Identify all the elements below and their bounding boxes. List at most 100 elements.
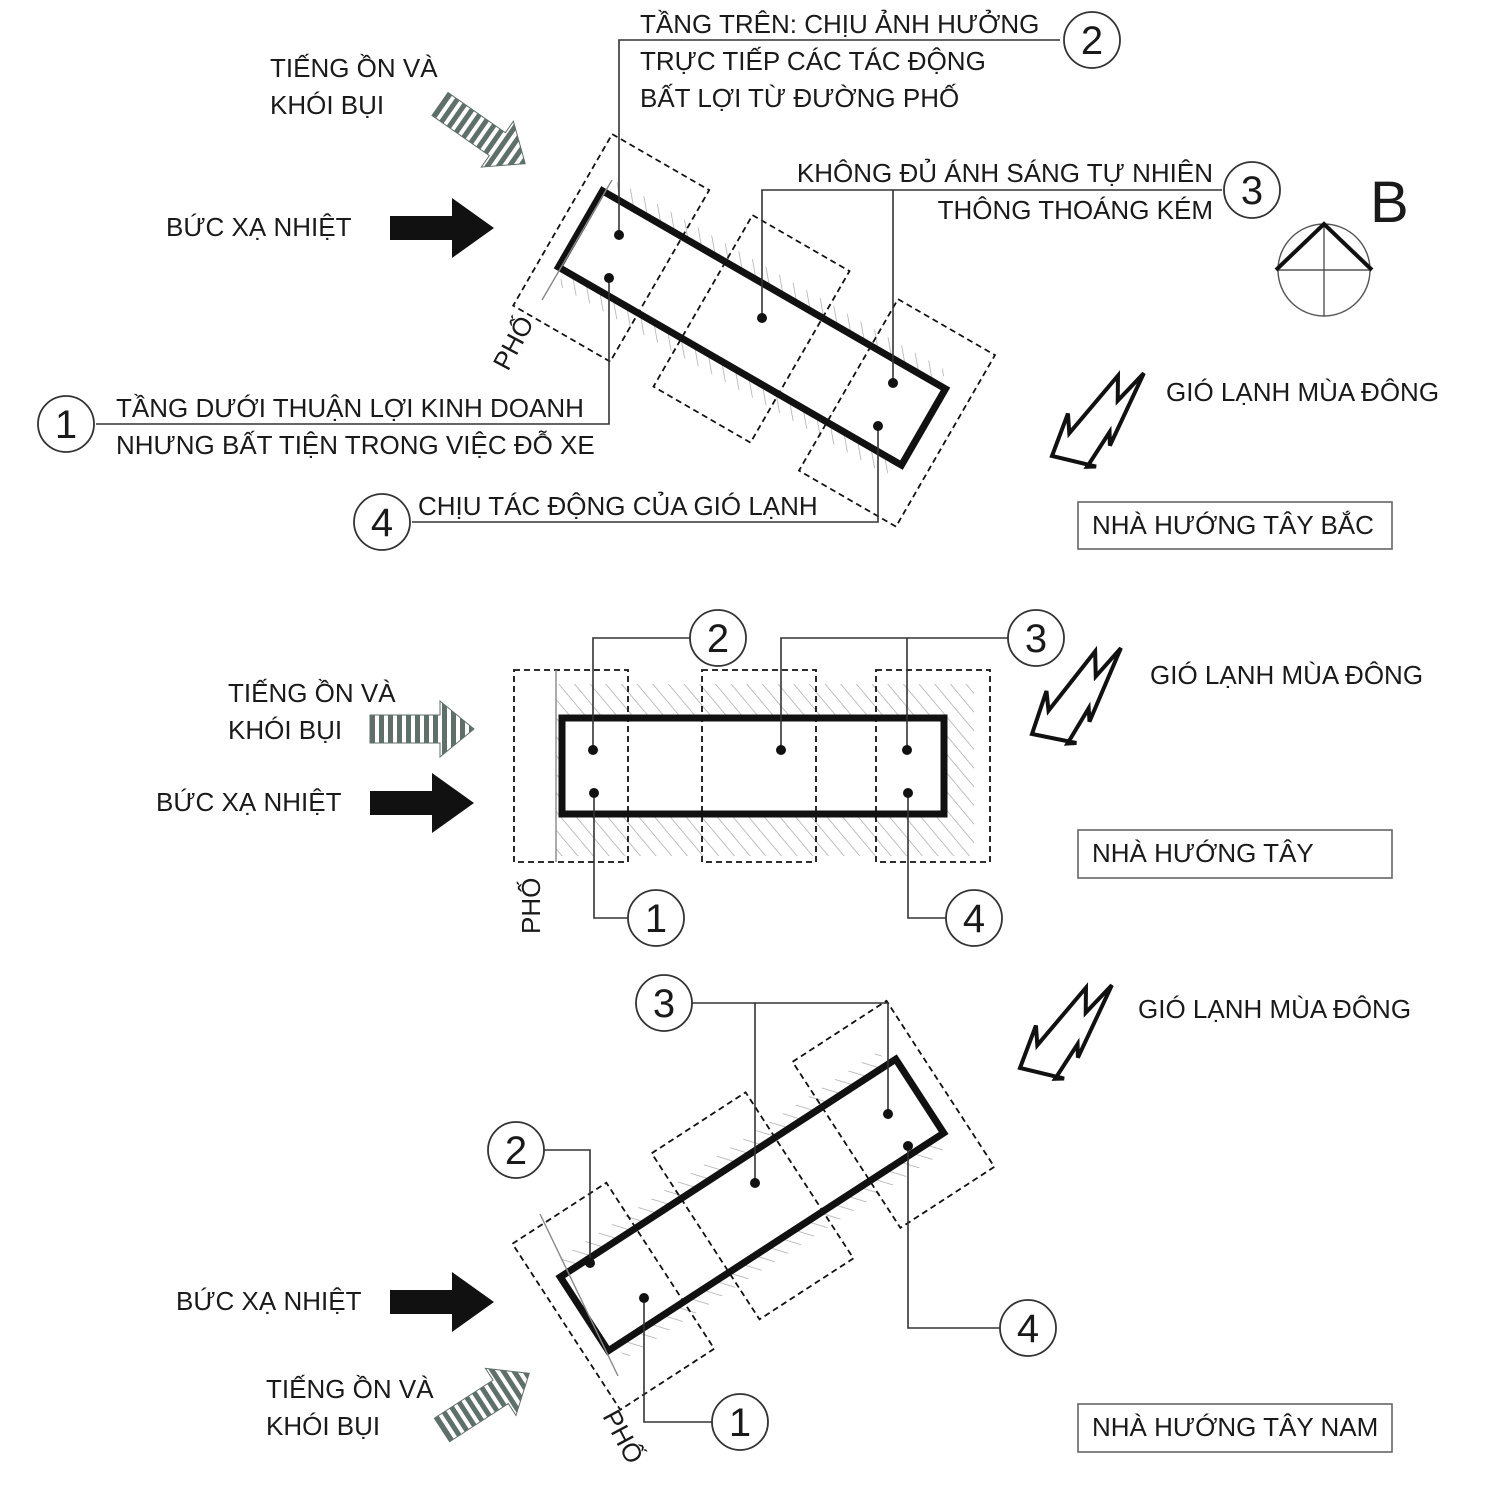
callout-4-line1: CHỊU TÁC ĐỘNG CỦA GIÓ LẠNH [418,490,818,521]
leader-3a [780,637,1008,750]
north-compass-icon [1274,221,1374,317]
street-label: PHỐ [487,311,540,375]
callout-dot [903,788,913,798]
outline-lightning-arrow-icon [1033,364,1172,482]
callout-2-line3: BẤT LỢI TỪ ĐƯỜNG PHỐ [640,83,959,113]
building-outline [553,186,951,470]
callout-dot [888,378,898,388]
callout-circle-1 [711,1393,769,1451]
callout-circle-4 [353,493,411,551]
callout-number-4: 4 [371,501,393,545]
heat-label: BỨC XẠ NHIỆT [176,1286,362,1316]
callout-circle-4 [999,1299,1057,1357]
building-outline [558,714,948,818]
callout-2-line2: TRỰC TIẾP CÁC TÁC ĐỘNG [640,46,986,76]
leader-3a [761,189,1222,318]
callout-1-line2: NHƯNG BẤT TIỆN TRONG VIỆC ĐỖ XE [116,430,595,460]
heat-label: BỨC XẠ NHIỆT [166,212,352,242]
noise-label-line1: TIẾNG ỒN VÀ [270,53,438,83]
callout-2-line1: TẦNG TRÊN: CHỊU ẢNH HƯỞNG [640,8,1039,39]
callout-number-3: 3 [1025,617,1047,661]
noise-label-line2: KHÓI BỤI [270,90,384,120]
leader-2 [544,1149,591,1263]
callout-number-1: 1 [55,403,77,447]
leader-4 [907,793,946,919]
striped-arrow-icon [423,80,542,188]
callout-dot [614,230,624,240]
callout-dot [902,745,912,755]
street-label: PHỐ [597,1405,650,1469]
orientation-tag-box [1077,501,1393,550]
callout-circle-3 [635,974,693,1032]
leader-1 [643,1298,712,1423]
building-plan-southwest [511,999,996,1412]
street-label: PHỐ [516,878,546,934]
callout-1-line1: TẦNG DƯỚI THUẬN LỢI KINH DOANH [116,393,584,423]
leader-4 [412,426,879,523]
zone-dashed-middle [650,1091,855,1321]
noise-label-line1: TIẾNG ỒN VÀ [266,1374,434,1404]
callout-dot [639,1293,649,1303]
heat-label: BỨC XẠ NHIỆT [156,787,342,817]
noise-label-line1: TIẾNG ỒN VÀ [228,678,396,708]
solid-arrow-icon [370,773,474,833]
orientation-tag-box [1077,829,1393,879]
wind-label: GIÓ LẠNH MÙA ĐÔNG [1166,377,1439,407]
callout-3-line1: KHÔNG ĐỦ ÁNH SÁNG TỰ NHIÊN [797,157,1213,188]
callout-dot [589,788,599,798]
callout-dot [757,313,767,323]
callout-dot [585,1258,595,1268]
callout-dot [604,273,614,283]
orientation-tag: NHÀ HƯỚNG TÂY BẮC [1092,510,1374,540]
north-label: B [1370,170,1409,235]
zone-dashed-right [875,669,991,863]
callout-dot [903,1141,913,1151]
callout-dot [776,745,786,755]
panel-northwest: PHỐ TIẾNG ỒN VÀ KHÓI BỤI BỨC XẠ NHIỆT GI… [37,8,1439,551]
zone-dashed-middle [701,669,817,863]
orientation-tag: NHÀ HƯỚNG TÂY NAM [1092,1412,1378,1442]
callout-number-3: 3 [1241,169,1263,213]
callout-number-2: 2 [1081,19,1103,63]
leader-4 [907,1146,1000,1329]
callout-circle-2 [689,609,747,667]
orientation-tag: NHÀ HƯỚNG TÂY [1092,838,1314,868]
callout-circle-1 [37,395,95,453]
striped-arrow-icon [426,1349,545,1454]
callout-dot [883,1109,893,1119]
striped-arrow-icon [369,700,475,758]
panel-southwest: PHỐ BỨC XẠ NHIỆT TIẾNG ỒN VÀ KHÓI BỤI GI… [176,974,1411,1469]
noise-label-line2: KHÓI BỤI [228,715,342,745]
callout-dot [588,745,598,755]
callout-number-2: 2 [707,617,729,661]
leader-3 [754,1002,889,1183]
noise-label-line2: KHÓI BỤI [266,1411,380,1441]
panel-west: PHỐ TIẾNG ỒN VÀ KHÓI BỤI BỨC XẠ NHIỆT GI… [156,609,1423,947]
callout-circle-3 [1007,609,1065,667]
callout-number-1: 1 [729,1401,751,1445]
solid-arrow-icon [390,1272,494,1332]
callout-number-2: 2 [505,1129,527,1173]
callout-dot [873,421,883,431]
solid-arrow-icon [390,198,494,258]
wind-label: GIÓ LẠNH MÙA ĐÔNG [1138,994,1411,1024]
leader-1 [593,793,628,919]
leader-1 [96,278,610,425]
callout-number-4: 4 [963,897,985,941]
callout-dot [750,1178,760,1188]
leader-2 [618,39,1060,235]
street-line [539,1213,619,1377]
callout-circle-2 [487,1121,545,1179]
callout-circle-2 [1063,11,1121,69]
street-line [541,179,613,301]
building-plan-west [513,669,991,863]
wind-label: GIÓ LẠNH MÙA ĐÔNG [1150,660,1423,690]
callout-circle-3 [1223,161,1281,219]
callout-3-line2: THÔNG THOÁNG KÉM [938,195,1213,225]
building-outline [555,1054,949,1356]
callout-number-4: 4 [1017,1307,1039,1351]
callout-number-1: 1 [645,897,667,941]
callout-circle-4 [945,889,1003,947]
callout-number-3: 3 [653,982,675,1026]
